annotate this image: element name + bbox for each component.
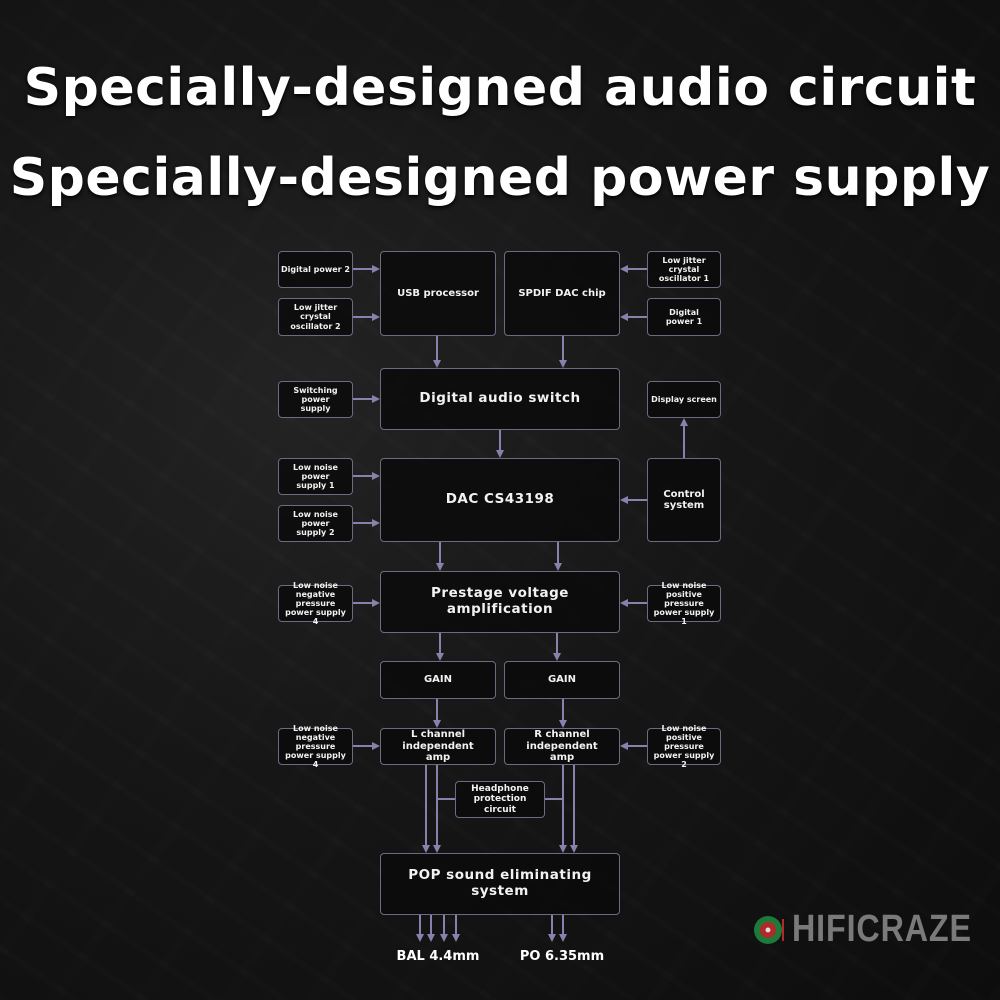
block-l-channel-amp: L channel independent amp [380, 728, 496, 765]
block-spdif-dac-chip: SPDIF DAC chip [504, 251, 620, 336]
block-low-jitter-osc-2: Low jitter crystal oscillator 2 [278, 298, 353, 336]
block-control-system: Control system [647, 458, 721, 542]
title-line-1: Specially-designed audio circuit [23, 58, 977, 118]
output-bal: BAL 4.4mm [396, 949, 480, 964]
block-gain-left: GAIN [380, 661, 496, 699]
turntable-logo-icon [754, 915, 784, 944]
block-low-noise-power-supply-1: Low noise power supply 1 [278, 458, 353, 495]
block-display-screen: Display screen [647, 381, 721, 418]
block-low-noise-power-supply-2: Low noise power supply 2 [278, 505, 353, 542]
block-usb-processor: USB processor [380, 251, 496, 336]
block-low-jitter-osc-1: Low jitter crystal oscillator 1 [647, 251, 721, 288]
title-line-2: Specially-designed power supply [9, 148, 991, 208]
block-switching-power-supply: Switching power supply [278, 381, 353, 418]
block-digital-power-1: Digital power 1 [647, 298, 721, 336]
block-digital-power-2: Digital power 2 [278, 251, 353, 288]
block-prestage-amplification: Prestage voltage amplification [380, 571, 620, 633]
block-pos-supply-2: Low noise positive pressure power supply… [647, 724, 721, 769]
block-neg-supply-4-b: Low noise negative pressure power supply… [278, 724, 353, 769]
block-headphone-protection: Headphone protection circuit [455, 781, 545, 818]
block-dac: DAC CS43198 [380, 458, 620, 542]
block-neg-supply-4-a: Low noise negative pressure power supply… [278, 581, 353, 626]
block-gain-right: GAIN [504, 661, 620, 699]
block-pos-supply-1: Low noise positive pressure power supply… [647, 581, 721, 626]
block-digital-audio-switch: Digital audio switch [380, 368, 620, 430]
logo-text: HIFICRAZE [792, 908, 972, 950]
block-pop-system: POP sound eliminating system [380, 853, 620, 915]
logo: HIFICRAZE [752, 908, 1000, 951]
output-po: PO 6.35mm [519, 949, 605, 964]
block-r-channel-amp: R channel independent amp [504, 728, 620, 765]
